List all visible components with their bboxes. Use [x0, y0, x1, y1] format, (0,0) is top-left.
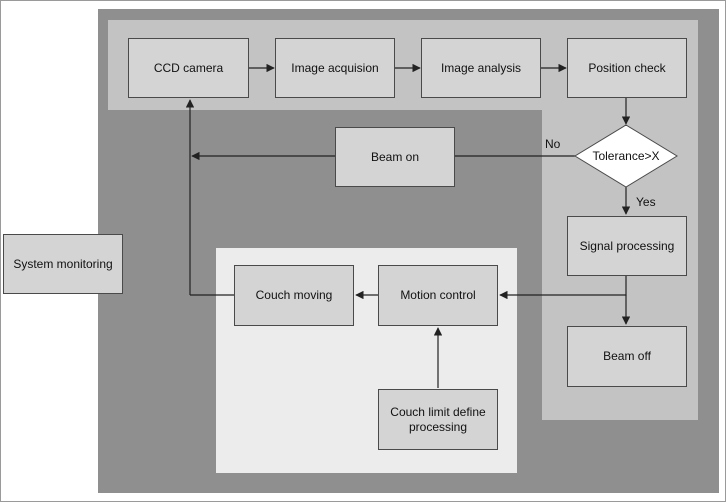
node-signal-processing: Signal processing: [567, 216, 687, 276]
node-motion-control: Motion control: [378, 265, 498, 326]
node-couch-moving: Couch moving: [234, 265, 354, 326]
node-position-check: Position check: [567, 38, 687, 98]
node-beam-on: Beam on: [335, 127, 455, 187]
node-tolerance-label: Tolerance>X: [592, 149, 660, 163]
node-system-monitoring: System monitoring: [3, 234, 123, 294]
edge-label-yes: Yes: [636, 195, 656, 209]
tolerance-diamond: [574, 124, 678, 188]
node-couch-limit: Couch limit define processing: [378, 389, 498, 450]
node-beam-off: Beam off: [567, 326, 687, 387]
node-image-analysis: Image analysis: [421, 38, 541, 98]
node-image-acquisition: Image acquision: [275, 38, 395, 98]
processing-region: [108, 20, 698, 420]
edge-label-no: No: [545, 137, 561, 151]
node-ccd-camera: CCD camera: [128, 38, 249, 98]
